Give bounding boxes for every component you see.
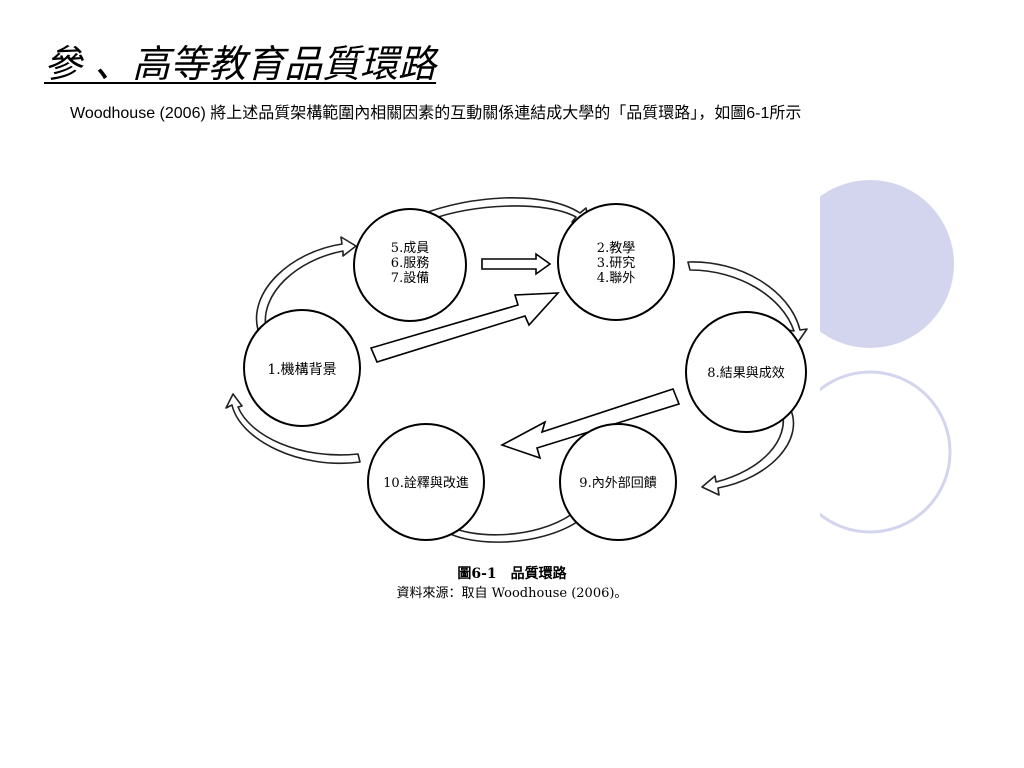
intro-paragraph: Woodhouse (2006) 將上述品質架構範圍內相關因素的互動關係連結成大… bbox=[70, 105, 802, 122]
node-circle-institution-context bbox=[243, 309, 361, 427]
node-circle-teaching-research bbox=[557, 203, 675, 321]
node-label-research: 3.研究 bbox=[597, 256, 635, 271]
node-label-services: 6.服務 bbox=[391, 256, 429, 271]
big-arrow-1to2 bbox=[369, 292, 560, 363]
node-label-staff: 5.成員 bbox=[391, 241, 429, 256]
slide-title: 參 、高等教育品質環路 bbox=[44, 42, 437, 86]
outline-accent-circle bbox=[820, 370, 952, 534]
figure-source: 資料來源：取自 Woodhouse (2006)。 bbox=[396, 586, 628, 601]
curved-arrow-left-bottom bbox=[225, 393, 361, 464]
figure-caption: 圖6-1 品質環路 bbox=[457, 566, 567, 582]
node-circle-feedback bbox=[559, 423, 677, 541]
node-label-interpretation: 10.詮釋與改進 bbox=[383, 475, 469, 491]
curved-arrow-left-top bbox=[255, 236, 357, 331]
node-label-feedback: 9.內外部回饋 bbox=[579, 476, 656, 491]
straight-arrow-5to2 bbox=[481, 252, 552, 276]
node-label-teaching: 2.教學 bbox=[597, 240, 635, 256]
node-circle-interpretation bbox=[367, 423, 485, 541]
node-circle-staff-services bbox=[353, 208, 467, 322]
filled-accent-circle bbox=[820, 180, 954, 348]
node-label-outcomes: 8.結果與成效 bbox=[707, 366, 784, 381]
quality-loop-diagram: 1.機構背景 2.教學 3.研究 4.聯外 5.成員 6.服務 7.設備 8.結… bbox=[225, 197, 808, 543]
decorative-circles bbox=[820, 180, 954, 534]
node-circle-outcomes bbox=[685, 311, 807, 433]
node-label-facilities: 7.設備 bbox=[391, 270, 429, 286]
big-arrow-8to10 bbox=[500, 388, 681, 460]
node-label-outreach: 4.聯外 bbox=[597, 271, 635, 286]
node-label-institution-context: 1.機構背景 bbox=[267, 362, 336, 378]
